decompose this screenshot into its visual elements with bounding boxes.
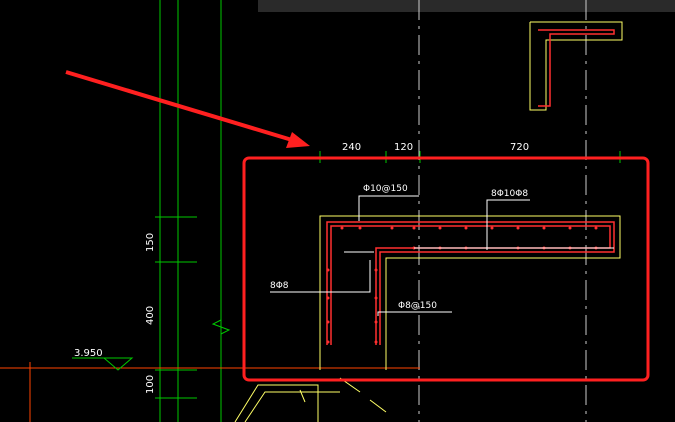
leader-lines	[270, 195, 614, 316]
left-longitudinal-label: 8Φ8	[270, 281, 289, 291]
top-toolbar-strip	[258, 0, 675, 12]
axis-lines	[418, 0, 587, 422]
dim-left-400: 400	[145, 306, 156, 325]
left-stirrup-label: Φ8@150	[398, 301, 437, 311]
dim-top-720: 720	[510, 142, 529, 153]
grid-lines	[159, 0, 222, 422]
highlight-box	[242, 156, 650, 382]
top-longitudinal-label: 8Φ10Φ8	[491, 189, 528, 199]
break-line	[211, 319, 231, 335]
annotation-arrow	[65, 70, 310, 148]
dim-top-120: 120	[394, 142, 413, 153]
dim-left-150: 150	[145, 233, 156, 252]
left-dimension-ticks	[155, 216, 197, 399]
elevation-marker	[102, 357, 134, 371]
dim-top-240: 240	[342, 142, 361, 153]
rebar-cage	[326, 221, 615, 345]
lower-slab-hatching	[234, 377, 387, 422]
rebar-dots	[326, 226, 598, 344]
elevation-label: 3.950	[74, 348, 103, 359]
top-stirrup-label: Φ10@150	[363, 184, 408, 194]
concrete-outline	[319, 215, 621, 370]
detail-fragment	[529, 21, 623, 111]
dim-left-100: 100	[145, 375, 156, 394]
